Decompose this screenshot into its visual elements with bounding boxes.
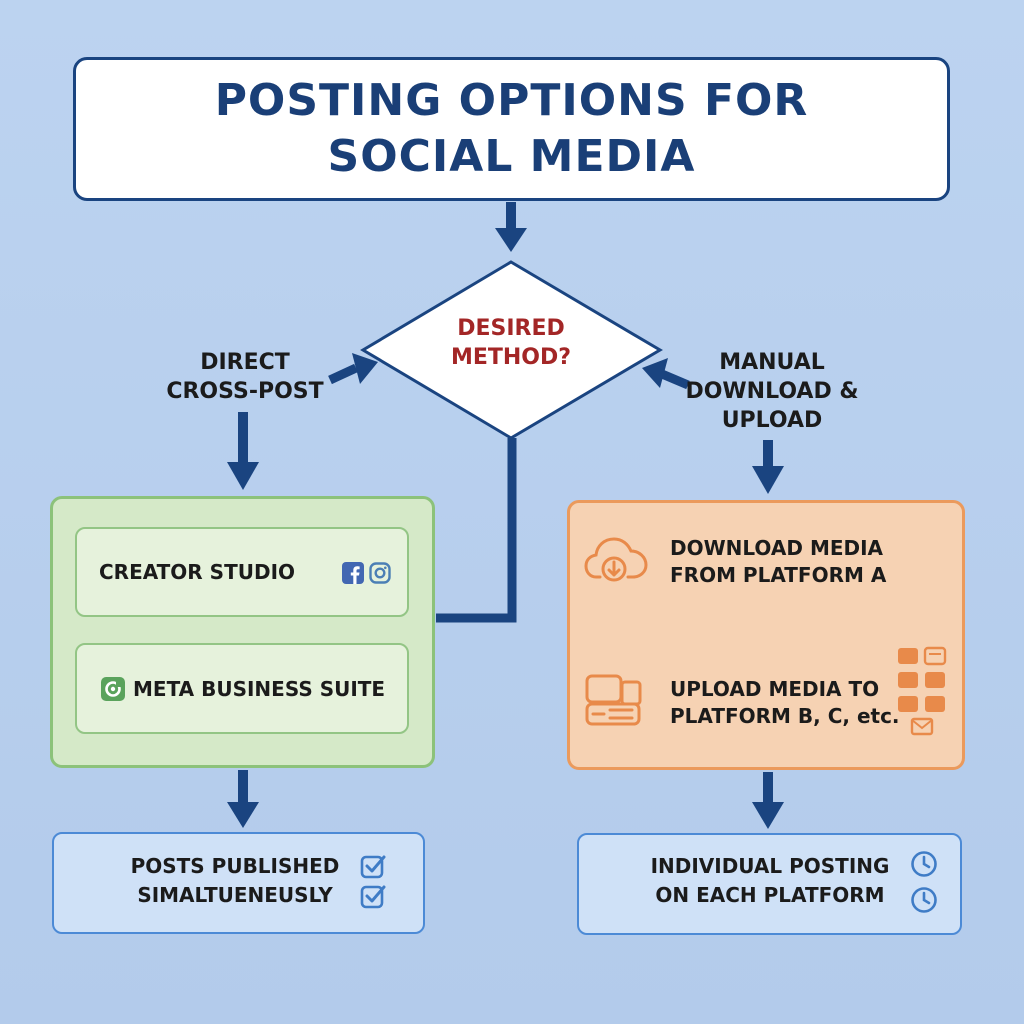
result-individual-posting [577,833,962,935]
step-download-line1: DOWNLOAD MEDIA [670,536,884,560]
clock-icon [910,886,938,918]
clock-icon [910,850,938,882]
branch-label-manual: MANUAL DOWNLOAD & UPLOAD [672,348,872,435]
branch-label-direct-line2: CROSS-POST [166,379,324,404]
branch-label-manual-line1: MANUAL [719,350,825,375]
result-individual-posting-text: INDIVIDUAL POSTING ON EACH PLATFORM [632,852,908,910]
arrow-direct-to-decision [328,353,378,385]
result-right-line2: ON EACH PLATFORM [655,883,885,907]
checkbox-checked-icon [360,883,386,913]
arrow-manual-to-decision [642,358,690,390]
branch-label-manual-line3: UPLOAD [721,408,823,433]
arrow-green-to-result [227,770,259,828]
cloud-download-icon [584,535,648,591]
instagram-icon [369,562,391,588]
facebook-icon [342,562,364,588]
result-posts-published [52,832,425,934]
step-download-line2: FROM PLATFORM A [670,563,887,587]
branch-label-manual-line2: DOWNLOAD & [685,379,859,404]
decision-text: DESIRED METHOD? [450,316,572,370]
option-meta-business-suite-label: META BUSINESS SUITE [133,676,386,701]
option-creator-studio: CREATOR STUDIO [75,527,409,617]
result-posts-published-text: POSTS PUBLISHED SIMALTUENEUSLY [110,852,360,910]
result-left-line1: POSTS PUBLISHED [130,854,340,878]
result-left-line2: SIMALTUENEUSLY [137,883,333,907]
title-box: POSTING OPTIONS FOR SOCIAL MEDIA [73,57,950,201]
result-right-line1: INDIVIDUAL POSTING [650,854,890,878]
checkbox-checked-icon [360,853,386,883]
option-creator-studio-label: CREATOR STUDIO [99,560,296,584]
step-upload-line1: UPLOAD MEDIA TO [670,677,880,701]
page-title: POSTING OPTIONS FOR SOCIAL MEDIA [214,75,809,182]
upload-device-icon [584,672,646,732]
option-meta-business-suite: META BUSINESS SUITE [75,643,409,734]
connector-decision-to-green [436,438,517,623]
arrow-orange-to-result [752,772,784,829]
branch-label-direct-line1: DIRECT [200,350,290,375]
branch-label-direct: DIRECT CROSS-POST [150,348,340,406]
arrow-manual-down [752,440,784,494]
platform-icons-cluster [896,646,952,742]
arrow-direct-down [227,412,259,490]
meta-suite-icon [101,676,125,701]
step-upload-line2: PLATFORM B, C, etc. [670,704,900,728]
step-download-media: DOWNLOAD MEDIA FROM PLATFORM A [670,535,930,589]
arrow-title-to-decision [495,202,527,252]
step-upload-media: UPLOAD MEDIA TO PLATFORM B, C, etc. [670,676,910,730]
